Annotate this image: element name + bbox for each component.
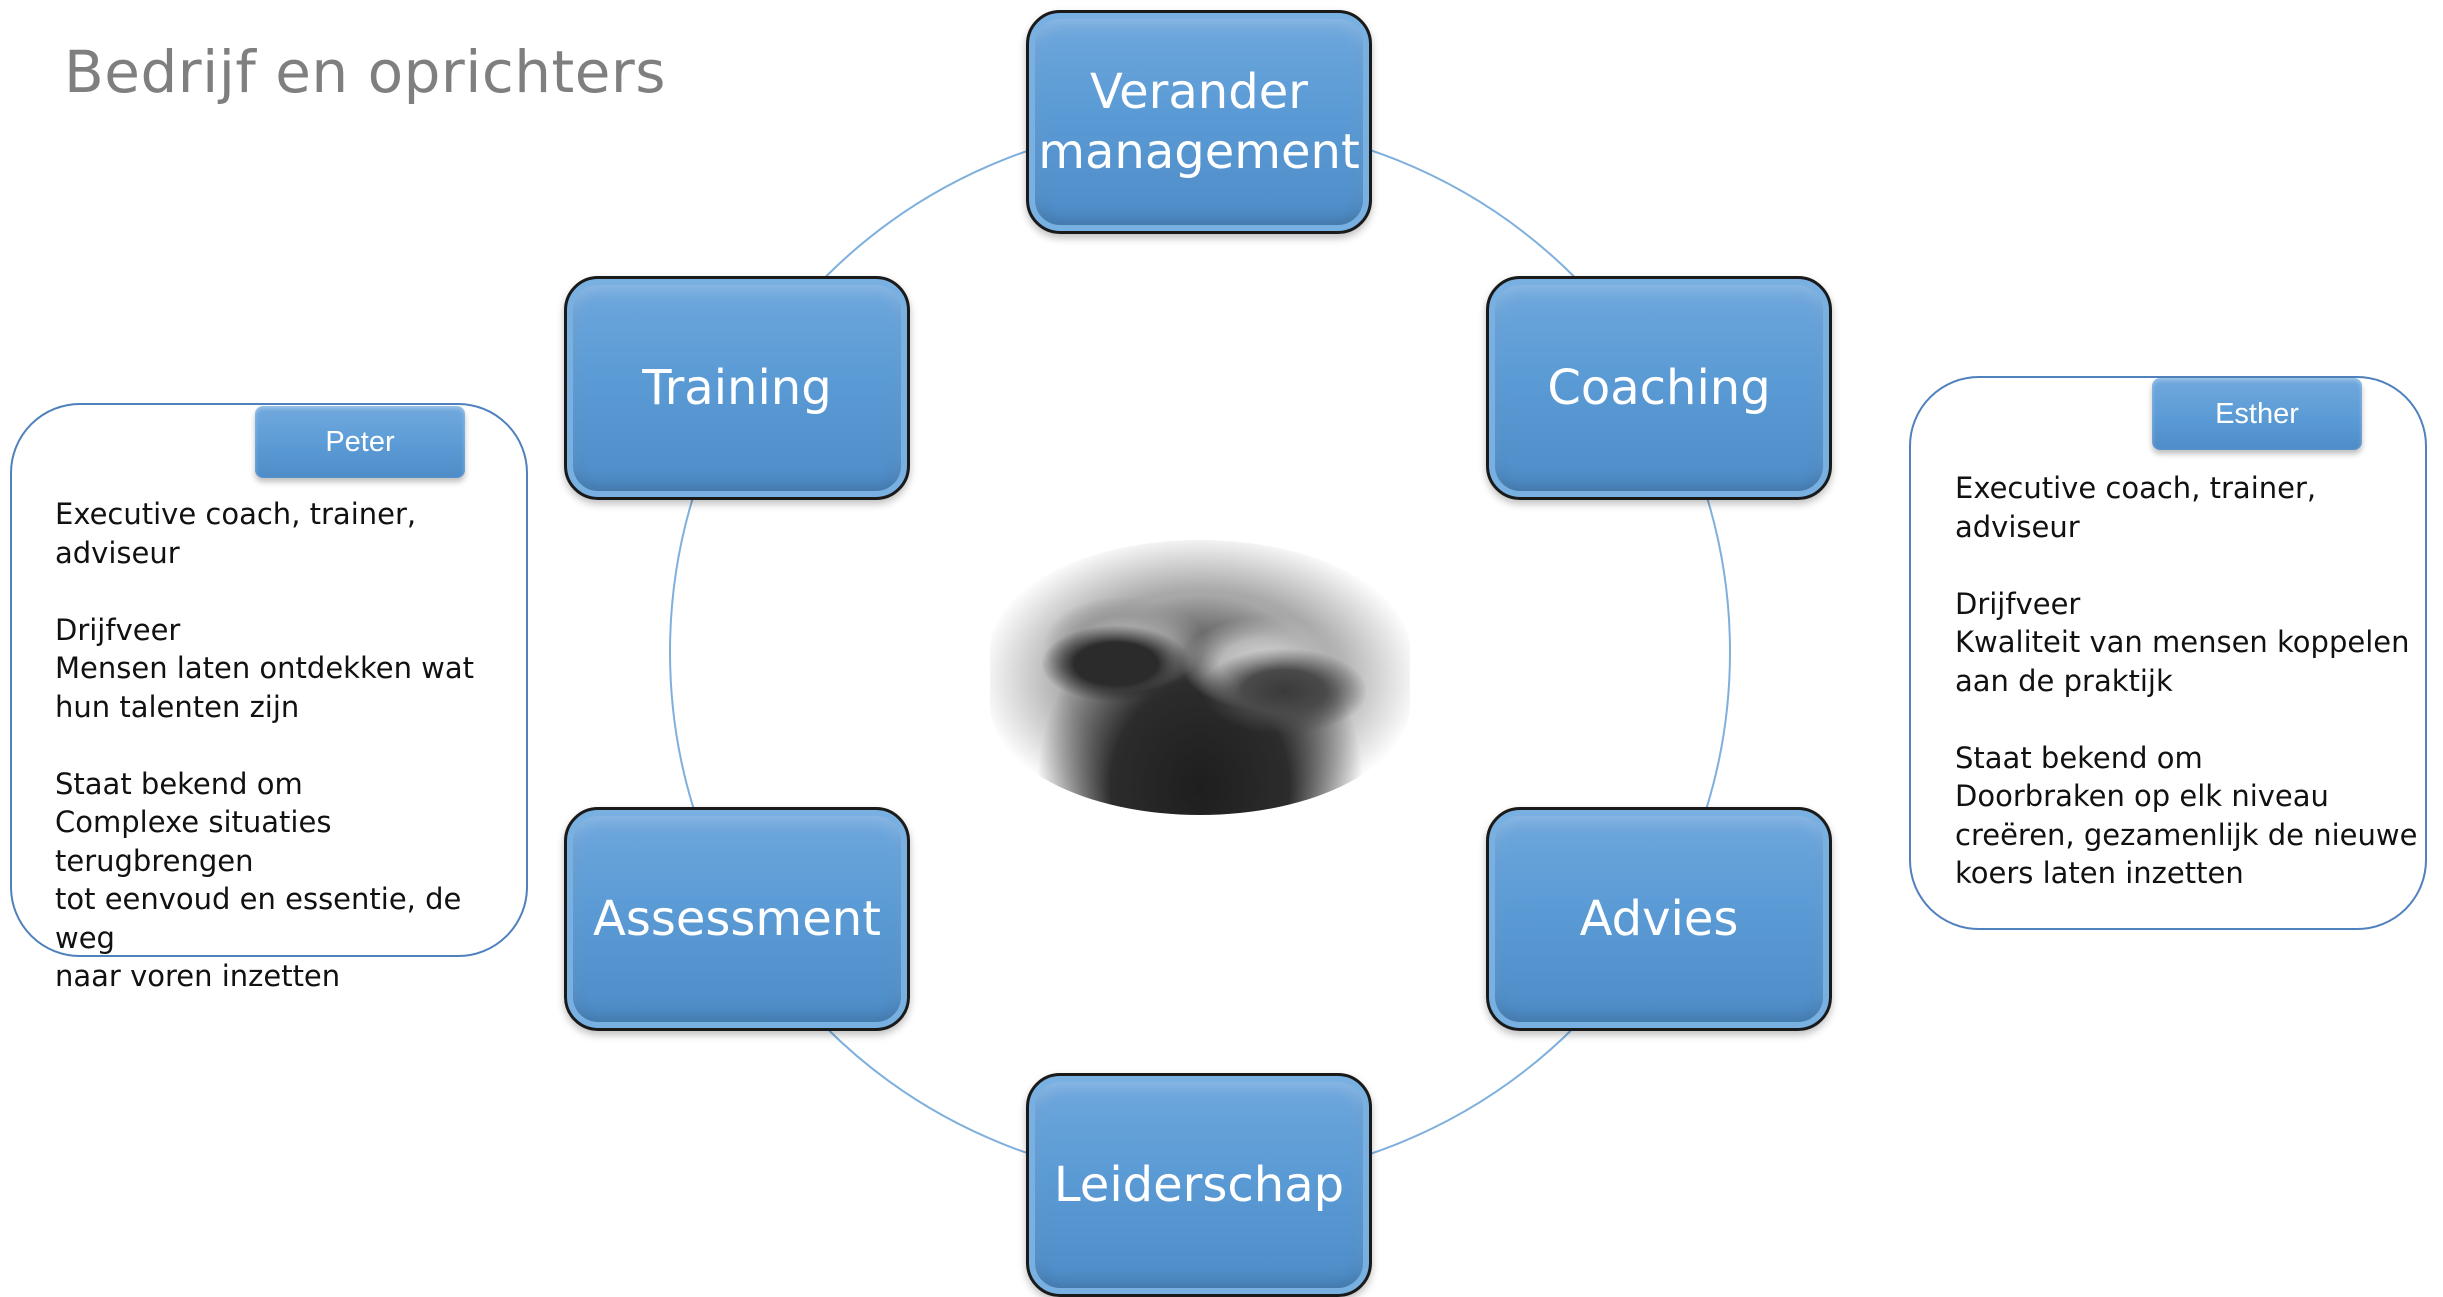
role-text: Executive coach, trainer,	[1955, 471, 2317, 505]
node-label: Advies	[1579, 891, 1739, 947]
node-leiderschap[interactable]: Leiderschap	[1026, 1073, 1372, 1297]
known-heading: Staat bekend om	[55, 766, 303, 801]
founder-card-peter: Peter Executive coach, trainer, adviseur…	[10, 403, 528, 993]
role-text: adviseur	[55, 535, 180, 570]
drive-heading: Drijfveer	[1955, 586, 2081, 621]
known-text: Doorbraken op elk niveau	[1955, 779, 2329, 813]
founders-photo	[990, 540, 1410, 815]
known-text: tot eenvoud en essentie, de weg	[55, 882, 462, 955]
known-text: naar voren inzetten	[55, 959, 341, 993]
drive-text: hun talenten zijn	[55, 689, 300, 724]
node-assessment[interactable]: Assessment	[564, 807, 910, 1031]
node-advies[interactable]: Advies	[1486, 807, 1832, 1031]
drive-text: Mensen laten ontdekken wat	[55, 651, 475, 685]
founder-name-badge: Peter	[255, 406, 465, 478]
node-verander-management[interactable]: Verander management	[1026, 10, 1372, 234]
node-label: Assessment	[593, 891, 881, 947]
founder-name-badge: Esther	[2152, 378, 2362, 450]
drive-text: aan de praktijk	[1955, 663, 2173, 698]
founder-card-esther: Esther Executive coach, trainer, adviseu…	[1909, 376, 2427, 930]
node-label: Coaching	[1547, 360, 1771, 416]
drive-text: Kwaliteit van mensen koppelen	[1955, 625, 2410, 659]
node-training[interactable]: Training	[564, 276, 910, 500]
founder-description: Executive coach, trainer, adviseur Drijf…	[1955, 469, 2417, 893]
founder-description: Executive coach, trainer, adviseur Drijf…	[55, 495, 526, 996]
node-label: Training	[642, 360, 832, 416]
known-heading: Staat bekend om	[1955, 740, 2203, 775]
node-label: Verander management	[1038, 64, 1360, 180]
node-coaching[interactable]: Coaching	[1486, 276, 1832, 500]
drive-heading: Drijfveer	[55, 612, 181, 647]
role-text: Executive coach, trainer,	[55, 497, 417, 531]
page-title: Bedrijf en oprichters	[64, 38, 666, 106]
known-text: koers laten inzetten	[1955, 856, 2244, 890]
node-label: Leiderschap	[1053, 1157, 1345, 1213]
known-text: Complexe situaties terugbrengen	[55, 805, 332, 878]
known-text: creëren, gezamenlijk de nieuwe	[1955, 817, 2418, 852]
role-text: adviseur	[1955, 509, 2080, 544]
